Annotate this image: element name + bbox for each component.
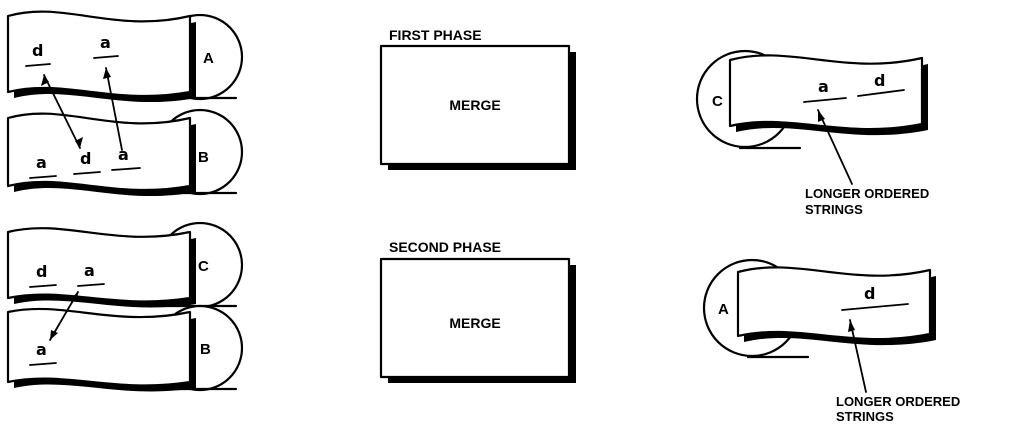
string-underline [77,283,105,287]
annotation-line1: LONGER ORDERED [805,186,929,201]
merge-box-label: MERGE [449,315,500,331]
merge-arrows-first [41,67,123,151]
reel-label-b: B [198,149,209,166]
first-phase-title: FIRST PHASE [389,27,482,43]
second-phase-title: SECOND PHASE [389,239,501,255]
reel-label-a: A [203,50,214,67]
arrow-head [50,330,58,340]
annotation-line1: LONGER ORDERED [836,394,960,409]
string-underline [93,55,119,59]
annotation-line2: STRINGS [805,202,863,217]
string-underline [29,284,57,288]
reel-label-a: A [718,301,729,318]
tape-c-input: d a C [6,221,244,309]
tape-body [6,10,192,98]
arrow-head [70,292,78,302]
annotation-arrow [817,109,853,185]
reel-label-b: B [200,341,211,358]
tape-a-input: d a A [6,10,244,103]
annotation-1: LONGER ORDERED STRINGS [805,109,929,217]
second-phase: SECOND PHASE MERGE [379,239,576,383]
arrow-head [103,68,111,79]
tape-mark-d: d [864,284,875,303]
annotation-line2: STRINGS [836,409,894,424]
tape-mark-d: d [32,41,43,60]
tape-mark-a: a [84,261,95,280]
tape-mark-d: d [80,149,91,168]
arrow-head [41,75,49,86]
string-underline [857,89,905,97]
merge-box [379,257,571,379]
first-phase: FIRST PHASE MERGE [379,27,576,170]
reel-label-c: C [712,93,723,110]
tape-body [736,266,932,341]
merge-arrows-second [49,291,79,341]
tape-body [6,227,192,303]
arrow-head [848,320,855,332]
tape-body [6,112,192,192]
merge-box-label: MERGE [449,97,500,113]
string-underline [25,63,51,67]
string-underline [803,97,847,103]
string-underline [29,175,57,179]
reel-label-c: C [198,258,209,275]
tape-body [6,307,192,387]
string-underline [29,362,57,366]
arrow-head [75,137,83,148]
arrow-line [43,74,81,149]
string-underline [73,171,101,175]
tape-b-second-input: a B [6,304,244,392]
tape-mark-a: a [36,153,47,172]
tape-body [728,54,924,131]
annotation-2: LONGER ORDERED STRINGS [836,319,960,424]
tape-mark-d: d [36,262,47,281]
annotation-arrow [849,319,867,393]
tape-mark-a: a [100,33,111,52]
merge-box [379,44,571,166]
tape-mark-a: a [118,145,129,164]
arrow-line [105,67,123,151]
tape-c-output: C a d [695,49,928,150]
string-underline [841,303,909,311]
tape-mark-a: a [36,340,47,359]
string-underline [111,167,141,171]
arrow-head [818,110,825,122]
tape-b-input: a d a B [6,108,244,197]
tape-mark-d: d [874,71,885,90]
tape-mark-a: a [818,77,829,96]
tape-a-output: A d [702,258,936,359]
